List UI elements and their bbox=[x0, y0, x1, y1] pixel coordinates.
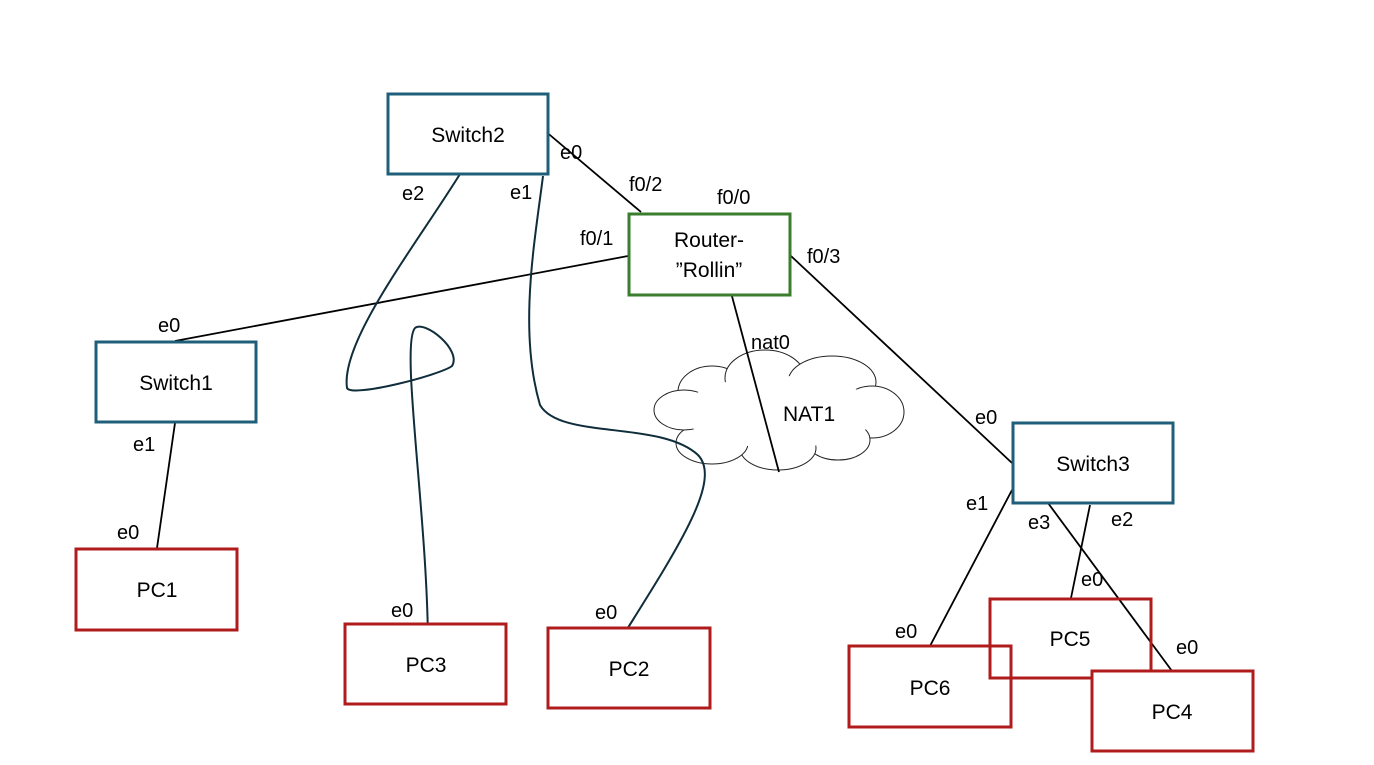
router-label-line1: Router- bbox=[674, 229, 744, 252]
link-switch3-pc5 bbox=[1070, 504, 1091, 599]
switch1-box bbox=[94, 340, 258, 424]
port-labels: e0 e1 e2 f0/2 f0/0 f0/1 f0/3 nat0 e0 e1 … bbox=[117, 142, 1198, 659]
pc3[interactable]: PC3 bbox=[343, 622, 508, 706]
link-router-switch1 bbox=[174, 255, 629, 342]
port-label-pc1-e0: e0 bbox=[117, 522, 139, 544]
port-label-switch3-e2: e2 bbox=[1111, 509, 1133, 531]
pc4-label: PC4 bbox=[1152, 701, 1193, 724]
link-switch2-pc3 bbox=[345, 165, 466, 649]
port-label-pc2-e0: e0 bbox=[595, 602, 617, 624]
link-switch2-router bbox=[543, 129, 642, 213]
nat1-cloud[interactable]: NAT1 bbox=[653, 349, 905, 471]
cloud-shape bbox=[653, 349, 905, 471]
nat1-label: NAT1 bbox=[783, 403, 835, 426]
port-label-switch3-e1: e1 bbox=[966, 493, 988, 515]
switch1[interactable]: Switch1 bbox=[94, 340, 258, 424]
port-label-switch1-e0: e0 bbox=[158, 315, 180, 337]
links bbox=[156, 129, 1173, 672]
switch3-box bbox=[1011, 421, 1175, 505]
port-label-pc5-e0: e0 bbox=[1081, 569, 1103, 591]
link-router-switch3 bbox=[790, 255, 1013, 464]
port-label-pc4-e0: e0 bbox=[1176, 637, 1198, 659]
pc6-label: PC6 bbox=[910, 677, 951, 700]
pc1-box bbox=[74, 547, 239, 632]
pc1-label: PC1 bbox=[137, 579, 178, 602]
switch3-label: Switch3 bbox=[1056, 453, 1130, 476]
switch1-label: Switch1 bbox=[139, 372, 213, 395]
port-label-pc6-e0: e0 bbox=[895, 621, 917, 643]
port-label-nat1-nat0: nat0 bbox=[751, 332, 790, 354]
port-label-switch2-e2: e2 bbox=[402, 183, 424, 205]
link-switch1-pc1 bbox=[156, 422, 176, 549]
pc4[interactable]: PC4 bbox=[1090, 669, 1255, 753]
router-box bbox=[627, 212, 792, 297]
port-label-switch1-e1: e1 bbox=[133, 434, 155, 456]
pc5[interactable]: PC5 bbox=[988, 597, 1153, 680]
port-label-router-f0-2: f0/2 bbox=[629, 174, 662, 196]
port-label-router-f0-1: f0/1 bbox=[580, 228, 613, 250]
switch3[interactable]: Switch3 bbox=[1011, 421, 1175, 505]
router-rollin[interactable]: Router- ”Rollin” bbox=[627, 212, 792, 297]
switch2-label: Switch2 bbox=[431, 124, 505, 147]
port-label-switch3-e3: e3 bbox=[1028, 512, 1050, 534]
router-label-line2: ”Rollin” bbox=[676, 259, 743, 282]
switch2[interactable]: Switch2 bbox=[386, 92, 550, 176]
pc4-box bbox=[1090, 669, 1255, 753]
port-label-router-f0-3: f0/3 bbox=[807, 246, 840, 268]
link-switch2-pc2 bbox=[528, 175, 706, 643]
pc2-box bbox=[546, 626, 712, 710]
link-switch3-pc6 bbox=[929, 489, 1013, 647]
pc3-label: PC3 bbox=[406, 654, 447, 677]
pc2[interactable]: PC2 bbox=[546, 626, 712, 710]
port-label-switch2-e0: e0 bbox=[560, 142, 582, 164]
pc3-box bbox=[343, 622, 508, 706]
pc1[interactable]: PC1 bbox=[74, 547, 239, 632]
pc5-box bbox=[988, 597, 1153, 680]
pc5-label: PC5 bbox=[1050, 628, 1091, 651]
port-label-switch3-e0: e0 bbox=[975, 407, 997, 429]
pc2-label: PC2 bbox=[609, 658, 650, 681]
pc6-box bbox=[847, 644, 1013, 729]
port-label-pc3-e0: e0 bbox=[391, 600, 413, 622]
switch2-box bbox=[386, 92, 550, 176]
pc6[interactable]: PC6 bbox=[847, 644, 1013, 729]
port-label-router-f0-0: f0/0 bbox=[717, 187, 750, 209]
port-label-switch2-e1: e1 bbox=[510, 182, 532, 204]
